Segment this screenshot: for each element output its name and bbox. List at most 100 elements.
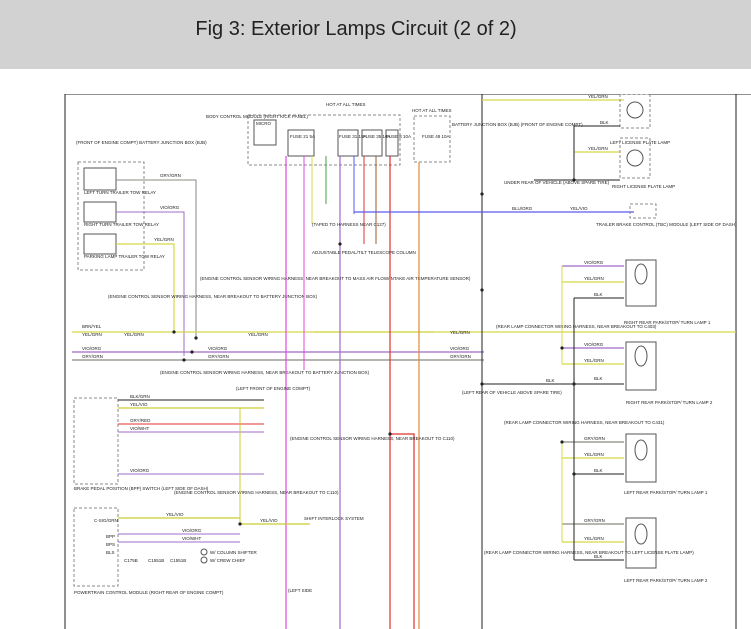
micro-label: MICRO <box>256 121 271 126</box>
left-license-lamp-label: LEFT LICENSE PLATE LAMP <box>610 140 670 145</box>
ecs-harness-label-2: (ENGINE CONTROL SENSOR WIRING HARNESS, N… <box>200 276 471 281</box>
splice-s202 <box>338 242 342 246</box>
wire-label-vio-org-rr1: VIO/ORG <box>584 260 604 265</box>
splice-s431 <box>480 382 484 386</box>
rr2-box <box>625 341 657 391</box>
rear-conn-label-2: (REAR LAMP CONNECTOR WIRING HARNESS, NEA… <box>504 420 665 425</box>
left-rear-vehicle-label: (LEFT REAR OF VEHICLE ABOVE SPARE TIRE) <box>462 390 562 395</box>
wire-label-yel-grn-rr2: YEL/GRN <box>584 358 604 363</box>
bjb-label: BATTERY JUNCTION BOX (BJB) (FRONT OF ENG… <box>452 122 583 127</box>
left-turn-relay-box <box>83 167 117 191</box>
splice-s426 <box>572 472 576 476</box>
right-license-lamp-box <box>619 137 651 179</box>
wire-label-gry-grn-1: GRY/GRN <box>160 173 181 178</box>
wire-label-gry-grn-lr1: GRY/GRN <box>584 436 605 441</box>
pcm-bottom-c1551b: C1551B <box>148 558 164 563</box>
fuse-35-label: FUSE 35 10A <box>363 134 391 139</box>
wire-label-yel-grn-rr1: YEL/GRN <box>584 276 604 281</box>
bjb-relay-box <box>77 161 145 271</box>
splice-s425 <box>480 288 484 292</box>
wire-label-vio-wht-2: VIO/WHT <box>182 536 201 541</box>
left-license-lamp-box <box>619 94 651 129</box>
lr1-bulb <box>634 439 648 461</box>
splice-s124 <box>190 350 194 354</box>
wire-label-vio-org-6: VIO/ORG <box>182 528 202 533</box>
pcm-label: POWERTRAIN CONTROL MODULE (RIGHT REAR OF… <box>74 590 224 595</box>
left-side-label: (LEFT SIDE <box>288 588 312 593</box>
wire-label-blk-rr2b: BLK <box>594 376 603 381</box>
header-bar <box>0 0 751 69</box>
wire-label-blu-org: BLU/ORG <box>512 206 533 211</box>
wiring-diagram-svg: MICRO BODY CONTROL MODULE (RIGHT KICK PA… <box>64 94 751 629</box>
ecs-harness-label-5: (ENGINE CONTROL SENSOR WIRING HARNESS, N… <box>174 490 339 495</box>
wire-label-gry-grn-2: GRY/GRN <box>82 354 103 359</box>
splice-s401 <box>480 192 484 196</box>
wire-label-yel-grn-5: YEL/GRN <box>450 330 470 335</box>
hot-label-1: HOT AT ALL TIMES <box>326 102 366 107</box>
micro-box <box>253 119 277 146</box>
splice-s201 <box>388 432 392 436</box>
wire-label-yel-vio-2: YEL/VIO <box>130 402 148 407</box>
wire-label-gry-grn-3: GRY/GRN <box>208 354 229 359</box>
bpp-switch-box <box>73 397 119 485</box>
splice-s403 <box>560 346 564 350</box>
lr1-box <box>625 433 657 483</box>
right-turn-relay-label: RIGHT TURN TRAILER TOW RELAY <box>84 222 159 227</box>
fuse-35-box <box>361 129 383 157</box>
bcm-box <box>247 114 401 166</box>
pcm-pin-bls: BLS <box>106 550 115 555</box>
rr2-bulb <box>634 345 648 367</box>
wire-label-yel-grn-1: YEL/GRN <box>154 237 174 242</box>
wire-label-vio-wht: VIO/WHT <box>130 426 149 431</box>
splice-s432 <box>560 440 564 444</box>
splice-s404 <box>572 178 576 182</box>
bjb-top-box <box>413 115 451 163</box>
wire-label-yel-grn-4: YEL/GRN <box>248 332 268 337</box>
wire-label-vio-org-5: VIO/ORG <box>130 468 150 473</box>
pcm-bottom-c175b: C175B <box>124 558 138 563</box>
taped-label: (TAPED TO HARNESS NEAR C127) <box>312 222 386 227</box>
pcm-box <box>73 507 119 587</box>
right-license-lamp-label: RIGHT LICENSE PLATE LAMP <box>612 184 675 189</box>
wire-label-blk-rr1: BLK <box>594 292 603 297</box>
legend-crew-chief: W/ CREW CHIEF <box>210 558 245 563</box>
parking-relay-label: PARKING LAMP TRAILER TOW RELAY <box>84 254 165 259</box>
pcm-pin-bps: BPS <box>106 542 115 547</box>
fuse-48-label: FUSE 48 10A <box>422 134 450 139</box>
wire-label-yel-grn-lr2: YEL/GRN <box>584 536 604 541</box>
wire-label-gry-grn-lr2: GRY/GRN <box>584 518 605 523</box>
right-license-lamp-bulb <box>626 149 644 167</box>
trailer-brake-box <box>629 203 657 219</box>
wire-label-vio-org-2: VIO/ORG <box>82 346 102 351</box>
wire-yel-grn-relay <box>116 243 175 332</box>
wiring-diagram: MICRO BODY CONTROL MODULE (RIGHT KICK PA… <box>64 94 751 629</box>
fuse-8-box <box>385 129 399 157</box>
fuse-8-label: FUSE 8 10A <box>386 134 411 139</box>
pcm-sig-label: C-SIG/GRN <box>94 518 118 523</box>
wire-label-blk-lr1: BLK <box>594 468 603 473</box>
legend-crew-chief-icon <box>200 556 208 564</box>
telescope-label: ADJUSTABLE PEDAL/TILT TELESCOPE COLUMN <box>312 250 416 255</box>
left-rear-lamp-2: GRY/GRN YEL/GRN BLK LEFT REAR PARK/STOP/… <box>562 517 708 583</box>
wire-label-blk-grn: BLK/GRN <box>130 394 150 399</box>
splice-s147 <box>238 522 242 526</box>
hot-label-2: HOT AT ALL TIMES <box>412 108 452 113</box>
splice-s127 <box>182 358 186 362</box>
lr2-bulb <box>634 523 648 545</box>
wire-label-gry-grn-4: GRY/GRN <box>450 354 471 359</box>
wire-vio-org-relay <box>116 211 185 356</box>
page-title: Fig 3: Exterior Lamps Circuit (2 of 2) <box>195 18 517 40</box>
wire-label-vio-org-rr2: VIO/ORG <box>584 342 604 347</box>
under-rear-label: UNDER REAR OF VEHICLE (ABOVE SPARE TIRE) <box>504 180 610 185</box>
wire-label-blk-1: BLK <box>600 120 609 125</box>
fuse-31-label: FUSE 31 15A <box>339 134 367 139</box>
rear-conn-label-3: (REAR LAMP CONNECTOR WIRING HARNESS, NEA… <box>484 550 694 555</box>
wire-label-vio-org-4: VIO/ORG <box>450 346 470 351</box>
right-rear-lamp-1: VIO/ORG YEL/GRN BLK RIGHT REAR PARK/STOP… <box>562 259 711 325</box>
lr1-label: LEFT REAR PARK/STOP/ TURN LAMP 1 <box>624 490 708 495</box>
wire-label-gry-red: GRY/RED <box>130 418 151 423</box>
pcm-pin-bpp: BPP <box>106 534 115 539</box>
fuse-group: FUSE 21 5A FUSE 31 15A FUSE 35 10A FUSE … <box>287 115 583 163</box>
fuse-21-label: FUSE 21 5A <box>290 134 315 139</box>
left-front-engine-label: (LEFT FRONT OF ENGINE COMPT) <box>236 386 311 391</box>
